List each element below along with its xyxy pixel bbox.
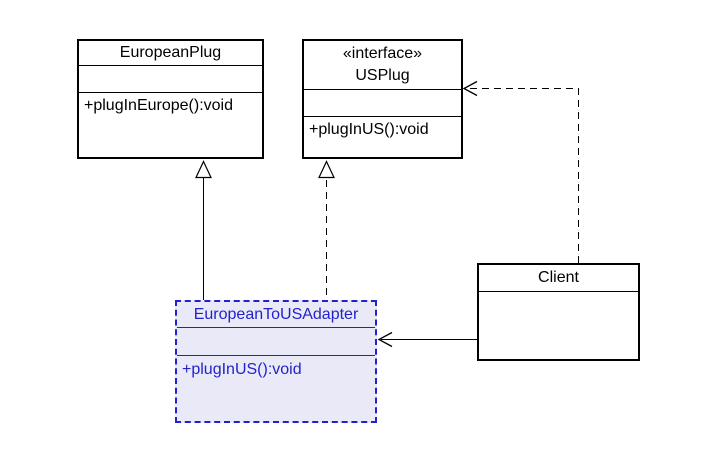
class-name-adapter: EuropeanToUSAdapter: [193, 306, 359, 323]
class-header-us-plug: «interface» USPlug: [304, 41, 461, 89]
attributes-compartment: [304, 89, 461, 116]
body-compartment: [479, 291, 638, 359]
hollow-triangle-arrowhead-icon: [318, 160, 335, 179]
operation-label: +plugInUS():void: [182, 361, 302, 378]
open-arrowhead-icon: [462, 80, 478, 97]
operations-compartment: +plugInEurope():void: [79, 92, 262, 157]
operation-label: +plugInUS():void: [309, 121, 429, 138]
class-name-us-plug: USPlug: [355, 67, 410, 84]
operations-compartment: +plugInUS():void: [304, 116, 461, 157]
class-name-client: Client: [538, 269, 579, 286]
class-box-adapter-selected[interactable]: EuropeanToUSAdapter +plugInUS():void: [175, 300, 377, 423]
generalization-edge-adapter-to-europeanplug[interactable]: [195, 160, 212, 301]
association-edge-client-to-adapter[interactable]: [377, 331, 477, 348]
class-box-european-plug[interactable]: EuropeanPlug +plugInEurope():void: [77, 39, 264, 159]
operations-compartment: +plugInUS():void: [177, 355, 375, 421]
realization-edge-adapter-to-usplug[interactable]: [318, 160, 335, 301]
stereotype-label: «interface»: [342, 45, 423, 62]
attributes-compartment: [177, 327, 375, 355]
class-box-adapter-inner: EuropeanToUSAdapter +plugInUS():void: [175, 300, 377, 423]
class-box-us-plug[interactable]: «interface» USPlug +plugInUS():void: [302, 39, 463, 159]
attributes-compartment: [79, 65, 262, 92]
hollow-triangle-arrowhead-icon: [195, 160, 212, 179]
class-name-european-plug: EuropeanPlug: [119, 44, 222, 61]
class-box-client[interactable]: Client: [477, 263, 640, 361]
open-arrowhead-icon: [377, 331, 393, 348]
operation-label: +plugInEurope():void: [84, 97, 233, 114]
dependency-edge-client-to-usplug[interactable]: [462, 80, 580, 264]
